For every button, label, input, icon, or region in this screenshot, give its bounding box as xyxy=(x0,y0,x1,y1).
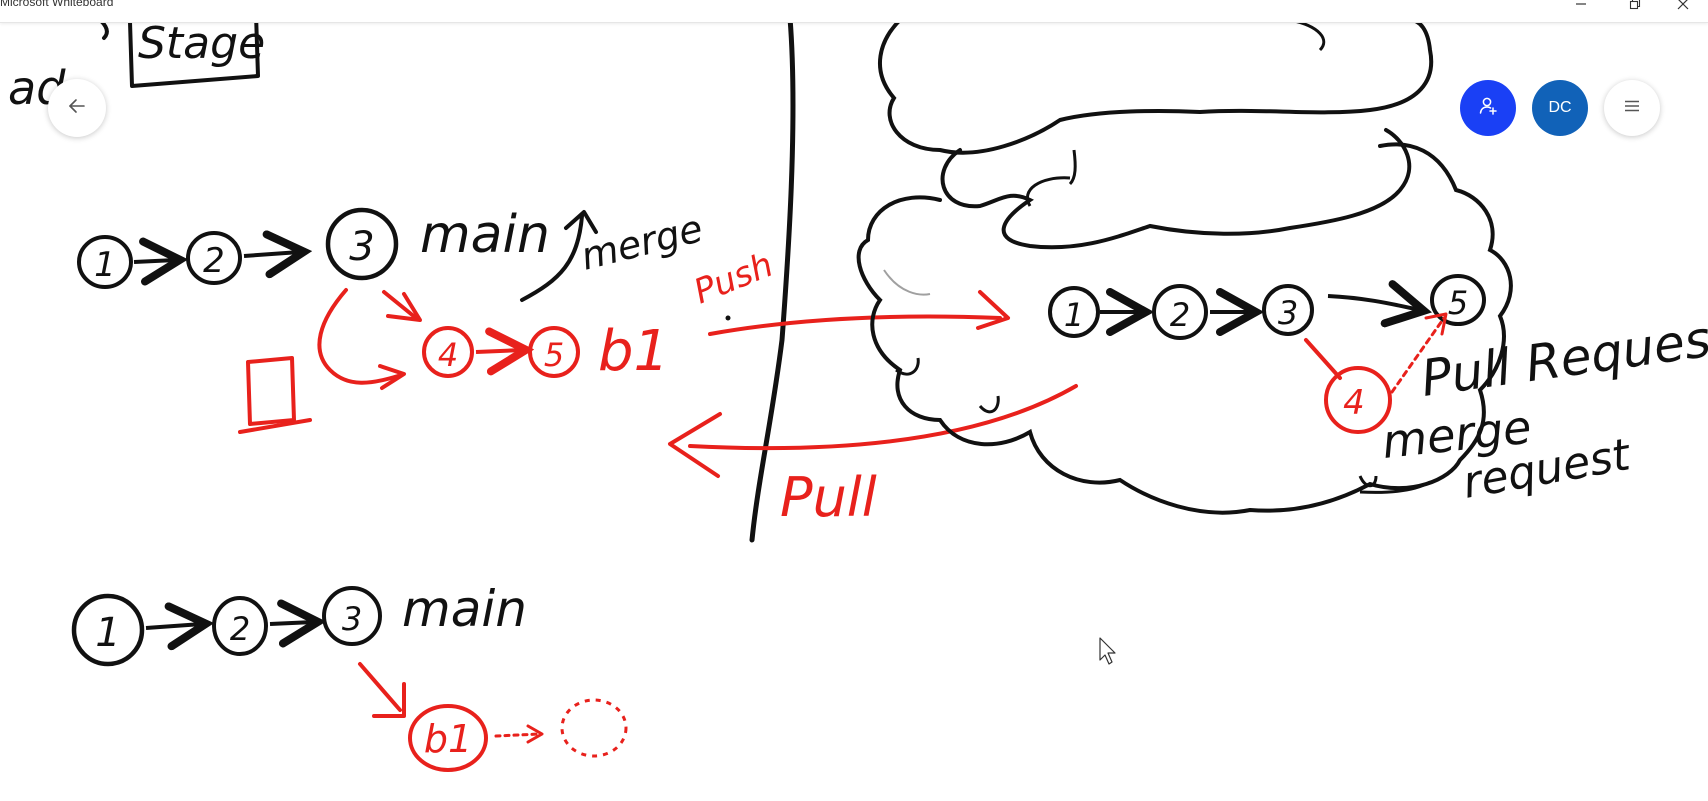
branch-main-label: main xyxy=(420,205,550,265)
remote-repo-diagram: 1 2 3 5 4 Pull Request merge request xyxy=(1048,274,1708,509)
commit-label: 3 xyxy=(349,224,374,270)
commit-label: 2 xyxy=(1170,296,1190,334)
stage-box xyxy=(128,13,260,88)
commit-label: 4 xyxy=(1343,383,1365,423)
close-icon xyxy=(1677,0,1689,10)
merge-label: merge xyxy=(577,206,708,279)
branch-node-label: b1 xyxy=(424,717,472,761)
commit-node xyxy=(1152,284,1208,340)
commit-label: 5 xyxy=(1448,284,1468,322)
pull-label: Pull xyxy=(780,466,877,529)
branch-node xyxy=(408,704,488,772)
commit-label: 1 xyxy=(1064,296,1084,334)
commit-node xyxy=(186,231,242,285)
commit-node xyxy=(77,235,133,289)
arrow-left-icon xyxy=(67,96,87,121)
hamburger-menu-icon xyxy=(1622,96,1642,121)
stage-box-group: ad Stage xyxy=(8,13,265,115)
mouse-cursor-icon xyxy=(1099,637,1116,665)
restore-icon xyxy=(1629,0,1641,10)
back-button[interactable] xyxy=(48,79,106,137)
commit-node xyxy=(1324,366,1392,434)
commit-node xyxy=(422,326,474,378)
commit-label: 2 xyxy=(230,610,250,648)
invite-button[interactable] xyxy=(1460,80,1516,136)
branch-b1-label: b1 xyxy=(598,319,669,384)
restore-button[interactable] xyxy=(1612,0,1658,14)
commit-node xyxy=(325,207,399,281)
minimize-button[interactable] xyxy=(1558,0,1604,14)
bottom-diagram: 1 2 3 main b1 xyxy=(71,580,628,772)
commit-node xyxy=(1048,286,1100,338)
commit-node xyxy=(212,596,268,656)
commit-label: 3 xyxy=(1278,294,1298,332)
commit-label: 1 xyxy=(95,610,120,656)
stage-label: Stage xyxy=(138,18,265,69)
minimize-icon xyxy=(1575,0,1587,10)
commit-label: 5 xyxy=(544,336,564,374)
commit-label: 3 xyxy=(342,600,362,638)
branch-main-label: main xyxy=(402,580,527,638)
commit-node xyxy=(1262,284,1314,336)
commit-node xyxy=(1430,274,1486,326)
commit-label: 2 xyxy=(203,241,225,281)
commit-label: 1 xyxy=(94,245,116,285)
commit-node xyxy=(71,593,145,667)
user-avatar[interactable]: DC xyxy=(1532,80,1588,136)
local-remote-divider xyxy=(749,15,796,543)
local-repo-diagram: 1 2 3 main merge 4 xyxy=(77,205,1078,529)
push-label: Push xyxy=(688,245,778,313)
red-square-sketch xyxy=(246,356,296,426)
close-button[interactable] xyxy=(1660,0,1706,14)
settings-menu-button[interactable] xyxy=(1604,80,1660,136)
window-titlebar[interactable]: Microsoft Whiteboard xyxy=(0,0,1708,23)
avatar-initials: DC xyxy=(1548,99,1572,116)
commit-node xyxy=(322,586,382,646)
commit-node xyxy=(528,326,580,378)
commit-label: 4 xyxy=(438,336,458,374)
add-person-icon xyxy=(1478,96,1498,121)
future-commit-placeholder xyxy=(560,698,628,758)
window-title: Microsoft Whiteboard xyxy=(0,0,114,9)
